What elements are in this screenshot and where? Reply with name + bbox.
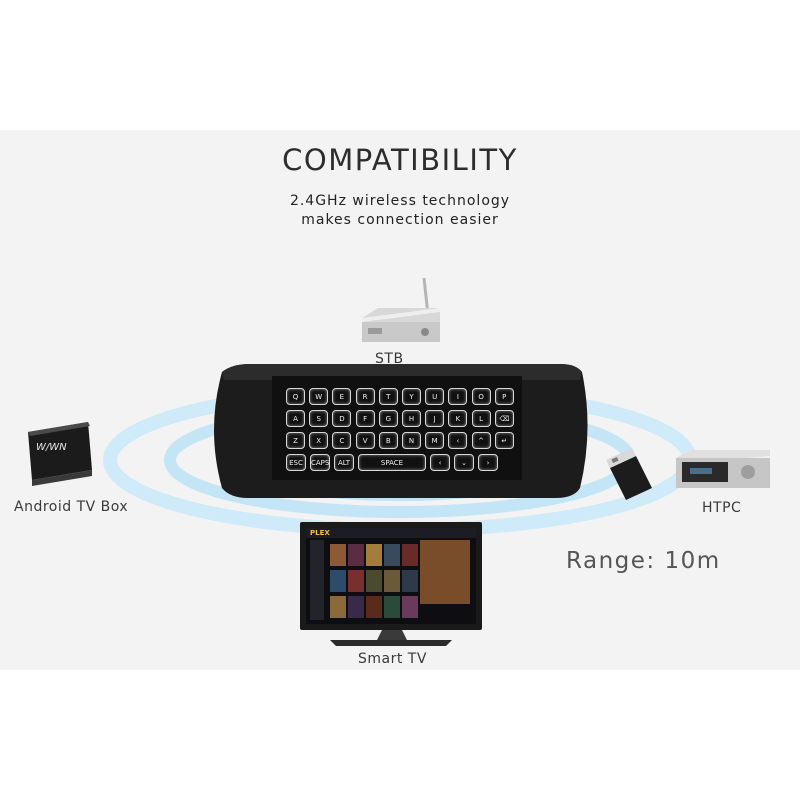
- android-tv-box-label: Android TV Box: [14, 499, 129, 515]
- key-4-6[interactable]: ⌄: [454, 454, 474, 471]
- key-4-4[interactable]: SPACE: [358, 454, 426, 471]
- key-2-3[interactable]: D: [332, 410, 352, 427]
- key-2-2[interactable]: S: [309, 410, 329, 427]
- key-2-5[interactable]: G: [378, 410, 398, 427]
- key-3-2[interactable]: X: [309, 432, 329, 449]
- key-3-7[interactable]: M: [425, 432, 445, 449]
- key-1-5[interactable]: T: [378, 388, 398, 405]
- key-4-7[interactable]: ›: [478, 454, 498, 471]
- htpc-label: HTPC: [702, 500, 742, 516]
- key-1-9[interactable]: O: [471, 388, 491, 405]
- key-4-5[interactable]: ‹: [430, 454, 450, 471]
- key-1-4[interactable]: R: [355, 388, 375, 405]
- key-3-4[interactable]: V: [355, 432, 375, 449]
- page-title: COMPATIBILITY: [282, 143, 518, 177]
- key-2-1[interactable]: A: [286, 410, 305, 427]
- key-1-6[interactable]: Y: [402, 388, 421, 405]
- key-2-10[interactable]: ⌫: [494, 410, 514, 427]
- stb-label: STB: [375, 351, 404, 367]
- key-3-9[interactable]: ^: [471, 432, 491, 449]
- key-2-7[interactable]: J: [425, 410, 445, 427]
- key-3-10[interactable]: ↵: [494, 432, 514, 449]
- subtitle-line-2: makes connection easier: [301, 212, 499, 228]
- key-2-9[interactable]: L: [471, 410, 491, 427]
- smart-tv-label: Smart TV: [358, 651, 427, 667]
- key-1-8[interactable]: I: [448, 388, 468, 405]
- tv-app-name: PLEX: [310, 529, 330, 537]
- android-box-brand: W/WN: [36, 442, 67, 453]
- key-4-1[interactable]: ESC: [286, 454, 306, 471]
- key-2-6[interactable]: H: [402, 410, 421, 427]
- key-2-4[interactable]: F: [355, 410, 375, 427]
- key-3-5[interactable]: B: [378, 432, 398, 449]
- range-text: Range: 10m: [566, 548, 721, 574]
- key-2-8[interactable]: K: [448, 410, 468, 427]
- key-1-7[interactable]: U: [425, 388, 445, 405]
- key-4-2[interactable]: CAPS: [310, 454, 330, 471]
- key-3-1[interactable]: Z: [286, 432, 305, 449]
- key-4-3[interactable]: ALT: [334, 454, 354, 471]
- subtitle-line-1: 2.4GHz wireless technology: [289, 193, 511, 209]
- key-3-6[interactable]: N: [402, 432, 421, 449]
- key-3-3[interactable]: C: [332, 432, 352, 449]
- key-3-8[interactable]: ‹: [448, 432, 468, 449]
- key-1-10[interactable]: P: [494, 388, 514, 405]
- key-1-3[interactable]: E: [332, 388, 352, 405]
- key-1-1[interactable]: Q: [286, 388, 305, 405]
- key-1-2[interactable]: W: [309, 388, 329, 405]
